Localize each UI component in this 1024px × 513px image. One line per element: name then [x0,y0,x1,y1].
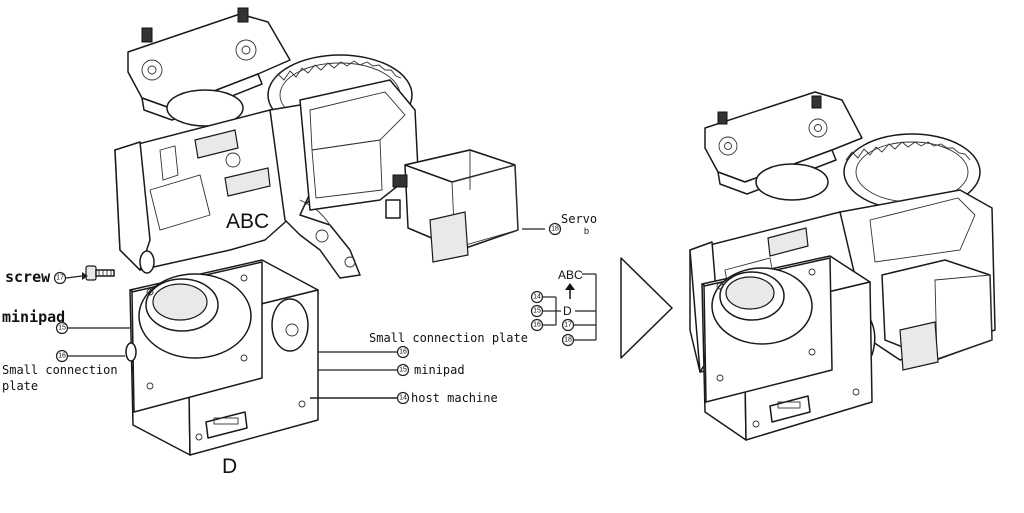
up-arrow-icon [565,283,575,290]
host-machine-d [125,259,319,456]
num-minipad-left: 15 [58,325,66,332]
num-screw: 17 [56,275,64,282]
label-abc: ABC [226,210,269,233]
servo-mount [299,79,419,211]
part-labels: ABC D 18 Servo b screw 17 minipad 15 16 … [2,210,597,478]
assembled-unit [689,91,996,441]
label-small-plate-right: Small connection plate [369,331,528,345]
order-abc: ABC [558,268,583,282]
order-num-18: 18 [564,337,572,344]
order-num-17: 17 [564,322,572,329]
exploded-assembly [85,7,519,456]
label-host-machine: host machine [411,391,498,405]
label-servo: Servo [561,212,597,226]
num-host-machine: 14 [399,395,407,402]
num-small-plate-right: 16 [399,349,407,356]
order-num-14: 14 [533,294,541,301]
screw [85,265,115,281]
label-small-plate-left-2: plate [2,379,38,393]
label-small-plate-left-1: Small connection [2,363,118,377]
assembly-order-key: ABC 14 15 16 D 17 18 [530,257,673,359]
label-minipad-right: minipad [414,363,465,377]
label-d: D [222,455,237,478]
num-minipad-right: 15 [399,367,407,374]
label-screw: screw [5,268,51,286]
result-arrow-icon [620,257,673,359]
order-num-16: 16 [533,322,541,329]
label-minipad-left: minipad [2,308,65,326]
servo-motor [385,149,519,263]
order-d: D [563,304,572,318]
label-servo-sub: b [584,226,589,236]
num-small-plate-left: 16 [58,353,66,360]
num-servo: 18 [551,226,559,233]
order-num-15: 15 [533,308,541,315]
